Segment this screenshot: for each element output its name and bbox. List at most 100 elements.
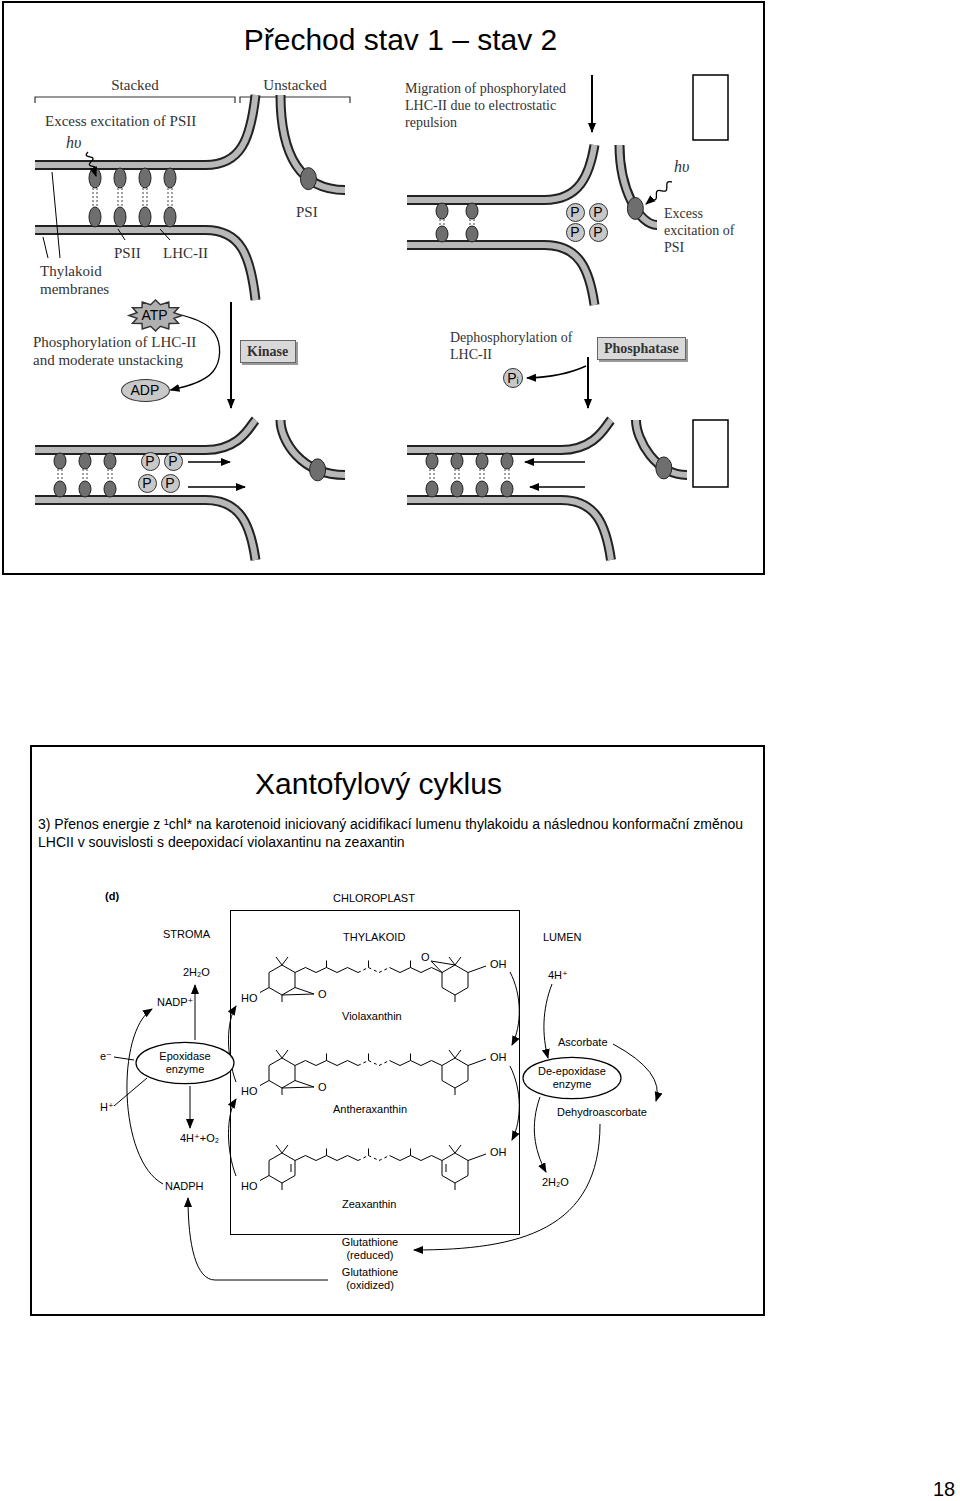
polyene-chain bbox=[421, 968, 432, 973]
part-label: Thylakoid membranes bbox=[40, 262, 135, 298]
node-label: ATP bbox=[142, 307, 169, 324]
thylakoid-membrane bbox=[407, 145, 595, 200]
methyl-bond bbox=[410, 1149, 411, 1156]
protein-complex bbox=[310, 459, 326, 481]
methyl-bond bbox=[455, 995, 456, 1002]
methyl-bond bbox=[455, 1088, 456, 1095]
chemical-label: 4H⁺ bbox=[548, 969, 568, 982]
node-label: P bbox=[168, 453, 177, 470]
protein-complex bbox=[501, 481, 513, 497]
epoxide-bond bbox=[282, 988, 314, 996]
process-arrow bbox=[230, 302, 232, 408]
stacking-link bbox=[112, 469, 113, 481]
thylakoid-membrane bbox=[35, 420, 256, 450]
thylakoid-membrane bbox=[281, 95, 346, 190]
phosphate-tag: P bbox=[138, 474, 157, 493]
label-anchor: O bbox=[318, 988, 327, 1001]
atom-label: OH bbox=[490, 958, 507, 971]
protein-complex bbox=[139, 168, 151, 188]
slide-frame: Xantofylový cyklus3) Přenos energie z ¹c… bbox=[30, 745, 765, 1316]
atom-label: O bbox=[318, 988, 327, 1001]
leader-line bbox=[118, 229, 125, 240]
compartment-label: LUMEN bbox=[543, 931, 582, 944]
label-anchor: STROMA bbox=[163, 928, 210, 941]
polyene-chain bbox=[390, 968, 401, 973]
migration-arrow bbox=[188, 486, 245, 488]
empty-box bbox=[693, 75, 728, 140]
stacking-link bbox=[459, 469, 460, 481]
chemical-label: 4H⁺+O₂ bbox=[180, 1132, 219, 1145]
polyene-chain bbox=[327, 968, 338, 973]
label-anchor: Stacked bbox=[35, 76, 235, 94]
double-bond bbox=[291, 1164, 292, 1172]
atom-label: OH bbox=[490, 1146, 507, 1159]
polyene-chain bbox=[400, 1156, 411, 1161]
label-anchor: Dehydroascorbate bbox=[557, 1106, 647, 1119]
label-anchor: hυ bbox=[674, 157, 689, 176]
node-label: P bbox=[570, 224, 579, 241]
node-label: P bbox=[145, 453, 154, 470]
protein-complex bbox=[436, 203, 448, 219]
label-anchor: Excess excitation of PSII bbox=[45, 112, 196, 130]
hydroxyl-bond bbox=[468, 1059, 486, 1066]
polyene-chain bbox=[358, 1061, 369, 1066]
polyene-chain bbox=[411, 968, 422, 973]
reaction-arrow bbox=[544, 984, 552, 1058]
step-note: Excess excitation of PSII bbox=[45, 112, 196, 130]
light-symbol: hυ bbox=[674, 157, 689, 176]
atom-label: O bbox=[421, 951, 430, 964]
phosphate-tag: P bbox=[589, 223, 608, 242]
thylakoid-membrane bbox=[281, 95, 346, 190]
label-anchor: O bbox=[421, 951, 430, 964]
thylakoid-membrane bbox=[35, 95, 256, 165]
polyene-chain bbox=[411, 1061, 422, 1066]
label-anchor: Glutathione (oxidized) bbox=[330, 1266, 410, 1292]
label-anchor: OH bbox=[490, 1051, 507, 1064]
compartment-label: STROMA bbox=[163, 928, 210, 941]
thylakoid-membrane bbox=[407, 245, 595, 305]
protein-complex bbox=[476, 453, 488, 469]
polyene-chain bbox=[295, 1061, 306, 1066]
label-anchor: LHC-II bbox=[163, 244, 208, 262]
figure-heading: CHLOROPLAST bbox=[333, 892, 415, 905]
label-anchor: LUMEN bbox=[543, 931, 582, 944]
step-note: Dephosphorylation of LHC-II bbox=[450, 329, 578, 363]
methyl-bond bbox=[455, 1050, 461, 1058]
node-label: De-epoxidase enzyme bbox=[534, 1065, 610, 1091]
label-anchor: Dephosphorylation of LHC-II bbox=[450, 329, 578, 363]
chemical-label: NADP⁺ bbox=[157, 996, 193, 1009]
atom-label: HO bbox=[241, 1180, 258, 1193]
polyene-chain bbox=[348, 1061, 359, 1066]
protein-complex bbox=[79, 481, 91, 497]
label-anchor: 2H₂O bbox=[542, 1176, 569, 1189]
label-anchor: Phosphorylation of LHC-II and moderate u… bbox=[33, 333, 213, 369]
label-anchor: PSII bbox=[114, 244, 141, 262]
double-bond bbox=[446, 1164, 447, 1172]
label-anchor: Unstacked bbox=[240, 76, 350, 94]
protein-complex bbox=[466, 226, 478, 242]
protein-complex bbox=[104, 453, 116, 469]
reaction-arrow bbox=[188, 1198, 328, 1280]
thylakoid-membrane bbox=[407, 420, 611, 450]
protein-complex bbox=[300, 168, 316, 190]
ring bbox=[269, 1058, 295, 1088]
label-anchor: e⁻ bbox=[100, 1050, 112, 1063]
reaction-arrow bbox=[510, 1066, 519, 1140]
node-label: P bbox=[165, 475, 174, 492]
thylakoid-membrane bbox=[35, 500, 256, 560]
node-label: P bbox=[570, 204, 579, 221]
node-label: Pᵢ bbox=[507, 370, 519, 387]
node-label: P bbox=[593, 204, 602, 221]
label-anchor: Ascorbate bbox=[558, 1036, 608, 1049]
thylakoid-membrane bbox=[407, 245, 595, 305]
protein-complex bbox=[426, 453, 438, 469]
label-anchor: Glutathione (reduced) bbox=[330, 1236, 410, 1262]
phosphate-tag: P bbox=[589, 203, 608, 222]
leader-line bbox=[43, 237, 48, 258]
leader-line bbox=[52, 172, 60, 258]
stacking-link bbox=[168, 188, 169, 207]
label-anchor: NADP⁺ bbox=[157, 996, 193, 1009]
polyene-chain bbox=[379, 1156, 390, 1161]
